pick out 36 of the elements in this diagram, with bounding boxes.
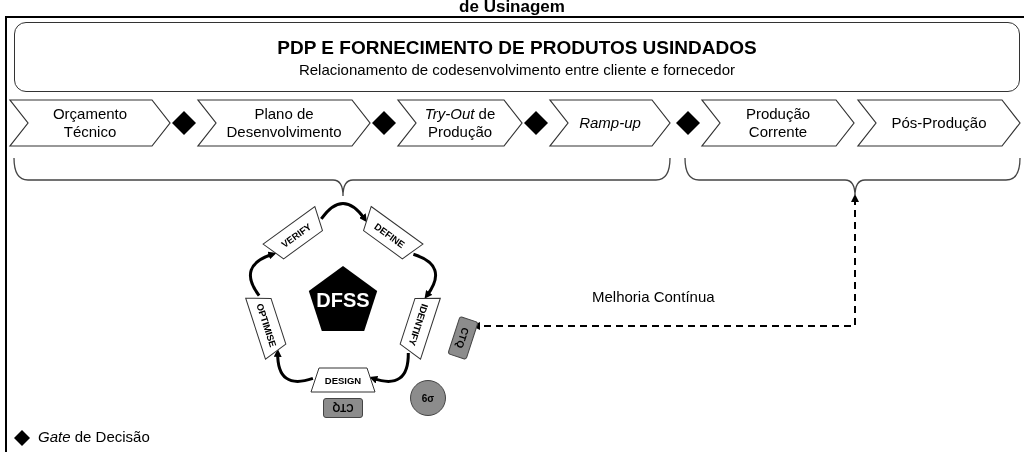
curved-arrow	[249, 251, 277, 297]
step-label: Plano de Desenvolvimento	[225, 105, 343, 141]
curved-arrow	[412, 252, 437, 299]
step-label: Try-Out de Produção	[423, 105, 497, 141]
decision-diamond	[172, 111, 196, 135]
chevron-step	[858, 100, 1020, 146]
chevron-step	[10, 100, 170, 146]
curly-brace	[683, 158, 1022, 198]
step-label: Pós-Produção	[891, 114, 987, 132]
curved-arrow	[369, 352, 410, 384]
edge-label: Melhoria Contínua	[590, 288, 717, 305]
figure-title: de Usinagem	[458, 0, 566, 17]
step-label: Ramp-up	[579, 114, 641, 132]
cycle-segment	[311, 368, 375, 392]
legend-label: Gate de Decisão	[38, 428, 150, 445]
chevron-step	[702, 100, 854, 146]
step-label: Orçamento Técnico	[51, 105, 129, 141]
chevron-step	[550, 100, 670, 146]
step-label: Produção Corrente	[744, 105, 812, 141]
chevron-step	[398, 100, 522, 146]
segment-label: DESIGN	[324, 374, 362, 386]
header-box	[14, 22, 1020, 92]
sigma-circle	[410, 380, 446, 416]
circle-label: 6σ	[421, 392, 435, 404]
tag-box	[323, 398, 363, 418]
curved-arrow	[320, 202, 368, 223]
decision-diamond	[372, 111, 396, 135]
header-subtitle: Relacionamento de codesenvolvimento entre cliente e fornecedor	[298, 60, 736, 78]
chevron-step	[198, 100, 370, 146]
tag-label: CTQ	[332, 402, 354, 414]
tag-label: CTQ	[454, 326, 472, 350]
curved-arrow	[273, 348, 314, 383]
decision-diamond	[676, 111, 700, 135]
header-title: PDP E FORNECIMENTO DE PRODUTOS USINDADOS	[277, 36, 757, 59]
decision-diamond	[524, 111, 548, 135]
center-label: DFSS	[316, 288, 370, 312]
